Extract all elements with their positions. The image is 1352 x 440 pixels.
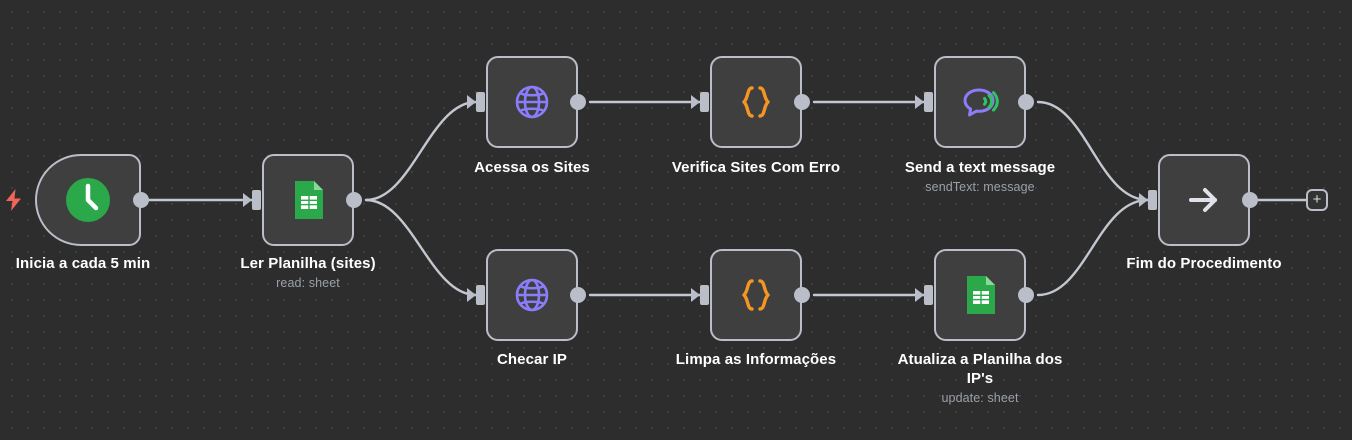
label-atualiza-a-planilha-dos-ips: Atualiza a Planilha dos IP's update: she… [890,350,1070,407]
node-title: Fim do Procedimento [1126,255,1282,272]
clock-icon [63,175,113,225]
node-checar-ip[interactable] [486,249,578,341]
port-in-end[interactable] [1139,190,1157,210]
node-title: Inicia a cada 5 min [15,255,151,272]
port-out-end[interactable] [1242,192,1258,208]
node-subtitle: update: sheet [941,391,1019,405]
plus-icon: + [1312,191,1322,208]
label-ler-planilha-sites: Ler Planilha (sites) read: sheet [208,254,408,292]
node-title: Checar IP [496,351,568,368]
port-in-check-ip[interactable] [467,285,485,305]
node-limpa-as-informacoes[interactable] [710,249,802,341]
port-out-trigger[interactable] [133,192,149,208]
port-out-update-sheet[interactable] [1018,287,1034,303]
node-title: Limpa as Informações [675,351,837,368]
chat-bubble-icon [957,79,1003,125]
code-braces-icon [733,79,779,125]
label-checar-ip: Checar IP [432,350,632,369]
port-in-clean-info[interactable] [691,285,709,305]
port-in-access-sites[interactable] [467,92,485,112]
node-send-a-text-message[interactable] [934,56,1026,148]
port-in-verify-sites[interactable] [691,92,709,112]
label-verifica-sites-com-erro: Verifica Sites Com Erro [656,158,856,177]
port-in-update-sheet[interactable] [915,285,933,305]
google-sheets-icon [957,272,1003,318]
edge-read-sheet-to-access-sites [364,100,478,202]
node-title: Send a text message [904,159,1056,176]
label-inicia-a-cada-5-min: Inicia a cada 5 min [0,254,183,273]
lightning-bolt-icon [4,188,24,212]
node-verifica-sites-com-erro[interactable] [710,56,802,148]
globe-icon [509,272,555,318]
node-ler-planilha-sites[interactable] [262,154,354,246]
port-in-send-text[interactable] [915,92,933,112]
port-out-access-sites[interactable] [570,94,586,110]
globe-icon [509,79,555,125]
label-send-a-text-message: Send a text message sendText: message [880,158,1080,196]
code-braces-icon [733,272,779,318]
google-sheets-icon [285,177,331,223]
node-subtitle: read: sheet [276,276,340,290]
node-fim-do-procedimento[interactable] [1158,154,1250,246]
node-title: Atualiza a Planilha dos IP's [897,351,1063,387]
arrow-right-icon [1181,177,1227,223]
port-out-check-ip[interactable] [570,287,586,303]
node-atualiza-a-planilha-dos-ips[interactable] [934,249,1026,341]
node-title: Acessa os Sites [474,159,590,176]
label-fim-do-procedimento: Fim do Procedimento [1104,254,1304,273]
node-acessa-os-sites[interactable] [486,56,578,148]
port-out-read-sheet[interactable] [346,192,362,208]
node-title: Verifica Sites Com Erro [671,159,841,176]
add-node-button[interactable]: + [1306,189,1328,211]
node-subtitle: sendText: message [925,180,1035,194]
edge-update-sheet-to-end [1036,198,1150,297]
label-limpa-as-informacoes: Limpa as Informações [656,350,856,369]
label-acessa-os-sites: Acessa os Sites [432,158,632,177]
port-in-read-sheet[interactable] [243,190,261,210]
node-inicia-a-cada-5-min[interactable] [35,154,141,246]
port-out-verify-sites[interactable] [794,94,810,110]
node-title: Ler Planilha (sites) [240,255,376,272]
port-out-clean-info[interactable] [794,287,810,303]
port-out-send-text[interactable] [1018,94,1034,110]
